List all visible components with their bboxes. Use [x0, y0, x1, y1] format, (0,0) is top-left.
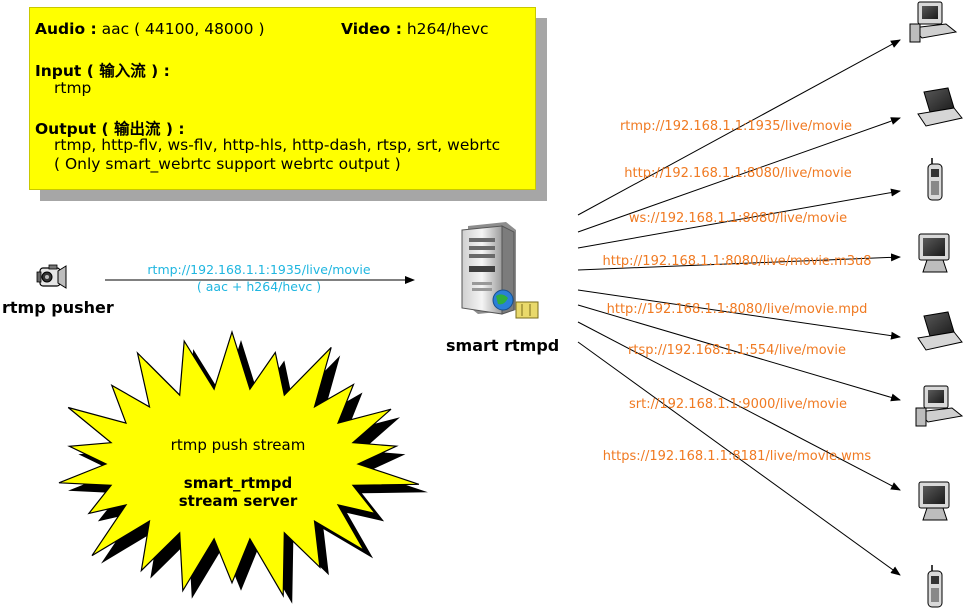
output-arrows: [577, 39, 901, 576]
push-url-label: rtmp://192.168.1.1:1935/live/movie: [147, 262, 371, 277]
output-url-srt: srt://192.168.1.1:9000/live/movie: [629, 397, 847, 412]
starburst-line3: stream server: [178, 492, 298, 510]
starburst-line1: rtmp push stream: [170, 436, 306, 454]
laptop-icon: [917, 311, 963, 351]
video-label: Video :: [341, 20, 402, 38]
output-arrow-hls: [577, 253, 901, 271]
output-url-hls: http://192.168.1.1:8080/live/movie.m3u8: [602, 254, 872, 269]
starburst-line2: smart_rtmpd: [183, 474, 293, 492]
audio-label: Audio :: [35, 20, 97, 38]
output-arrow-dash: [577, 289, 901, 340]
input-value: rtmp: [54, 79, 92, 97]
desktop-computer-icon: [915, 385, 964, 427]
info-box: Audio : aac ( 44100, 48000 ) Video : h26…: [29, 7, 536, 190]
monitor-icon: [918, 233, 950, 273]
output-url-dash: http://192.168.1.1:8080/live/movie.mpd: [606, 302, 868, 317]
camera-icon: [36, 264, 67, 289]
push-codec-label: ( aac + h264/hevc ): [196, 279, 322, 294]
output-arrow-srt: [577, 321, 901, 491]
output-url-webrtc: https://192.168.1.1:8181/live/movie.wms: [602, 449, 872, 464]
laptop-icon: [917, 87, 963, 127]
audio-value: aac ( 44100, 48000 ): [101, 20, 265, 38]
pusher-label: rtmp pusher: [2, 298, 114, 317]
output-note: ( Only smart_webrtc support webrtc outpu…: [54, 155, 401, 173]
output-arrow-webrtc: [577, 341, 901, 576]
output-url-rtsp: rtsp://192.168.1.1:554/live/movie: [628, 343, 846, 358]
output-label: Output ( 输出流 ) :: [35, 120, 185, 138]
output-arrow-http-flv: [577, 117, 901, 233]
server-label: smart rtmpd: [446, 336, 560, 355]
mobile-phone-icon: [927, 158, 943, 201]
output-arrow-rtsp: [577, 304, 901, 402]
output-arrow-rtmp: [577, 39, 901, 216]
desktop-computer-icon: [909, 1, 958, 43]
output-url-http-flv: http://192.168.1.1:8080/live/movie: [624, 166, 852, 181]
output-arrow-ws-flv: [577, 188, 901, 249]
monitor-icon: [918, 481, 950, 521]
output-value: rtmp, http-flv, ws-flv, http-hls, http-d…: [54, 136, 501, 154]
video-value: h264/hevc: [406, 20, 489, 38]
starburst-shape: [58, 329, 428, 604]
output-url-rtmp: rtmp://192.168.1.1:1935/live/movie: [619, 119, 853, 134]
output-url-ws-flv: ws://192.168.1.1:8080/live/movie: [628, 211, 848, 226]
input-label: Input ( 输入流 ) :: [35, 62, 170, 80]
mobile-phone-icon: [927, 565, 943, 608]
server-icon: [461, 222, 539, 319]
